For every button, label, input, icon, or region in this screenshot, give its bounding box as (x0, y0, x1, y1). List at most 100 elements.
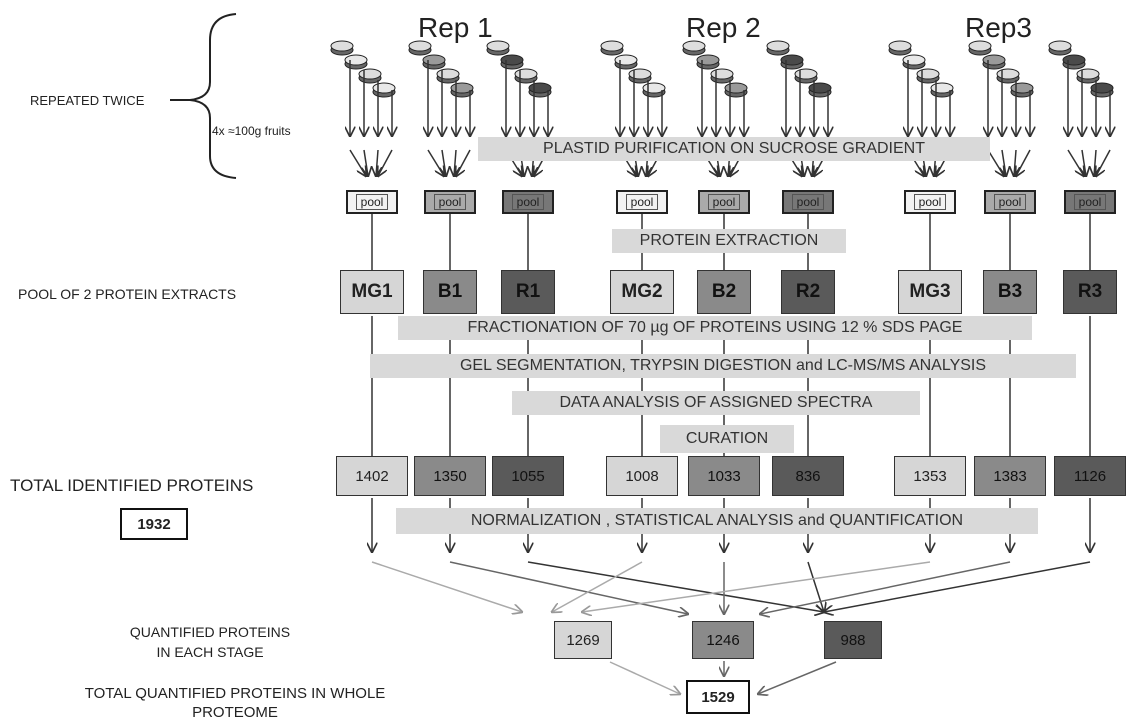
identified-box-mg3: 1353 (894, 456, 966, 496)
step-plastid-purification: PLASTID PURIFICATION ON SUCROSE GRADIENT (478, 137, 990, 161)
fruit-disk (500, 54, 524, 70)
stage-arrow (552, 561, 643, 612)
fruit-disk (344, 54, 368, 70)
total-identified-label: TOTAL IDENTIFIED PROTEINS (10, 476, 254, 495)
converge-arrow (454, 149, 456, 176)
quantified-line1: QUANTIFIED PROTEINS (129, 624, 291, 640)
whole-proteome-line2: PROTEOME (192, 704, 278, 721)
whole-proteome-line1: TOTAL QUANTIFIED PROTEINS IN WHOLE (84, 685, 386, 702)
converge-arrow (987, 149, 1004, 176)
step-curation: CURATION (660, 425, 794, 453)
sample-box-r1: R1 (501, 270, 555, 314)
fruit-disk (902, 54, 926, 70)
repeated-brace (189, 13, 237, 179)
step-fractionation: FRACTIONATION OF 70 µg OF PROTEINS USING… (398, 316, 1032, 340)
converge-arrow (1002, 149, 1006, 176)
fruit-disk (780, 54, 804, 70)
step-gel-segmentation: GEL SEGMENTATION, TRYPSIN DIGESTION and … (370, 354, 1076, 378)
identified-box-b2: 1033 (688, 456, 760, 496)
fruit-disk (600, 40, 624, 56)
identified-box-b1: 1350 (414, 456, 486, 496)
converge-arrow (427, 149, 444, 176)
quantified-red: 988 (824, 621, 882, 659)
quantified-mature-green: 1269 (554, 621, 612, 659)
pool-label: pool (433, 194, 467, 210)
fruit-disk (682, 40, 706, 56)
to-total-arrow (609, 661, 680, 694)
sample-box-mg1: MG1 (340, 270, 404, 314)
fruit-disk (1062, 54, 1086, 70)
pool-label: pool (511, 194, 545, 210)
pool-box: pool (616, 190, 668, 214)
sample-box-b3: B3 (983, 270, 1037, 314)
converge-arrow (349, 149, 366, 176)
total-identified-box: 1932 (120, 508, 188, 540)
stage-arrow (371, 561, 522, 612)
converge-arrow (1082, 149, 1086, 176)
to-total-arrow (758, 661, 837, 694)
rep3-label: Rep3 (965, 12, 1032, 43)
pool-label: pool (913, 194, 947, 210)
pool-label: pool (1073, 194, 1107, 210)
fruits-label: 4x ≈100g fruits (212, 124, 291, 138)
pool-extracts-label: POOL OF 2 PROTEIN EXTRACTS (18, 286, 237, 302)
converge-arrow (1014, 149, 1016, 176)
pool-label: pool (625, 194, 659, 210)
fruit-disk (408, 40, 432, 56)
sample-box-mg2: MG2 (610, 270, 674, 314)
whole-proteome-total: 1529 (686, 680, 750, 714)
pool-box: pool (1064, 190, 1116, 214)
repeated-twice-label: REPEATED TWICE (30, 93, 145, 108)
fruit-disk (888, 40, 912, 56)
quantified-line2: IN EACH STAGE (156, 644, 264, 660)
identified-box-r2: 836 (772, 456, 844, 496)
pool-label: pool (355, 194, 389, 210)
pool-box: pool (424, 190, 476, 214)
stage-arrow (760, 561, 1011, 614)
stage-arrow (449, 561, 688, 614)
converge-arrow (376, 149, 378, 176)
fruit-disk (982, 54, 1006, 70)
pool-box: pool (904, 190, 956, 214)
rep1-label: Rep 1 (418, 12, 493, 43)
identified-box-b3: 1383 (974, 456, 1046, 496)
fruit-disk (486, 40, 510, 56)
stage-arrow (527, 561, 824, 612)
sample-box-b2: B2 (697, 270, 751, 314)
fruit-disk (422, 54, 446, 70)
sample-box-r3: R3 (1063, 270, 1117, 314)
fruit-disk (614, 54, 638, 70)
stage-arrow (824, 561, 1091, 612)
converge-arrow (1094, 149, 1096, 176)
step-protein-extraction: PROTEIN EXTRACTION (612, 229, 846, 253)
pool-box: pool (502, 190, 554, 214)
stage-arrow (807, 561, 824, 612)
step-data-analysis: DATA ANALYSIS OF ASSIGNED SPECTRA (512, 391, 920, 415)
converge-arrow (364, 149, 368, 176)
pool-box: pool (984, 190, 1036, 214)
identified-box-r1: 1055 (492, 456, 564, 496)
pool-label: pool (791, 194, 825, 210)
sample-box-mg3: MG3 (898, 270, 962, 314)
identified-box-mg1: 1402 (336, 456, 408, 496)
rep2-label: Rep 2 (686, 12, 761, 43)
pool-box: pool (346, 190, 398, 214)
converge-arrow (456, 149, 471, 176)
identified-box-mg2: 1008 (606, 456, 678, 496)
sample-box-b1: B1 (423, 270, 477, 314)
converge-arrow (1067, 149, 1084, 176)
pool-label: pool (707, 194, 741, 210)
fruit-disk (330, 40, 354, 56)
pool-box: pool (698, 190, 750, 214)
converge-arrow (1016, 149, 1031, 176)
pool-label: pool (993, 194, 1027, 210)
fruit-disk (1048, 40, 1072, 56)
fruit-disk (766, 40, 790, 56)
converge-arrow (442, 149, 446, 176)
fruit-disk (968, 40, 992, 56)
stage-arrow (582, 561, 931, 612)
converge-arrow (378, 149, 393, 176)
sample-box-r2: R2 (781, 270, 835, 314)
